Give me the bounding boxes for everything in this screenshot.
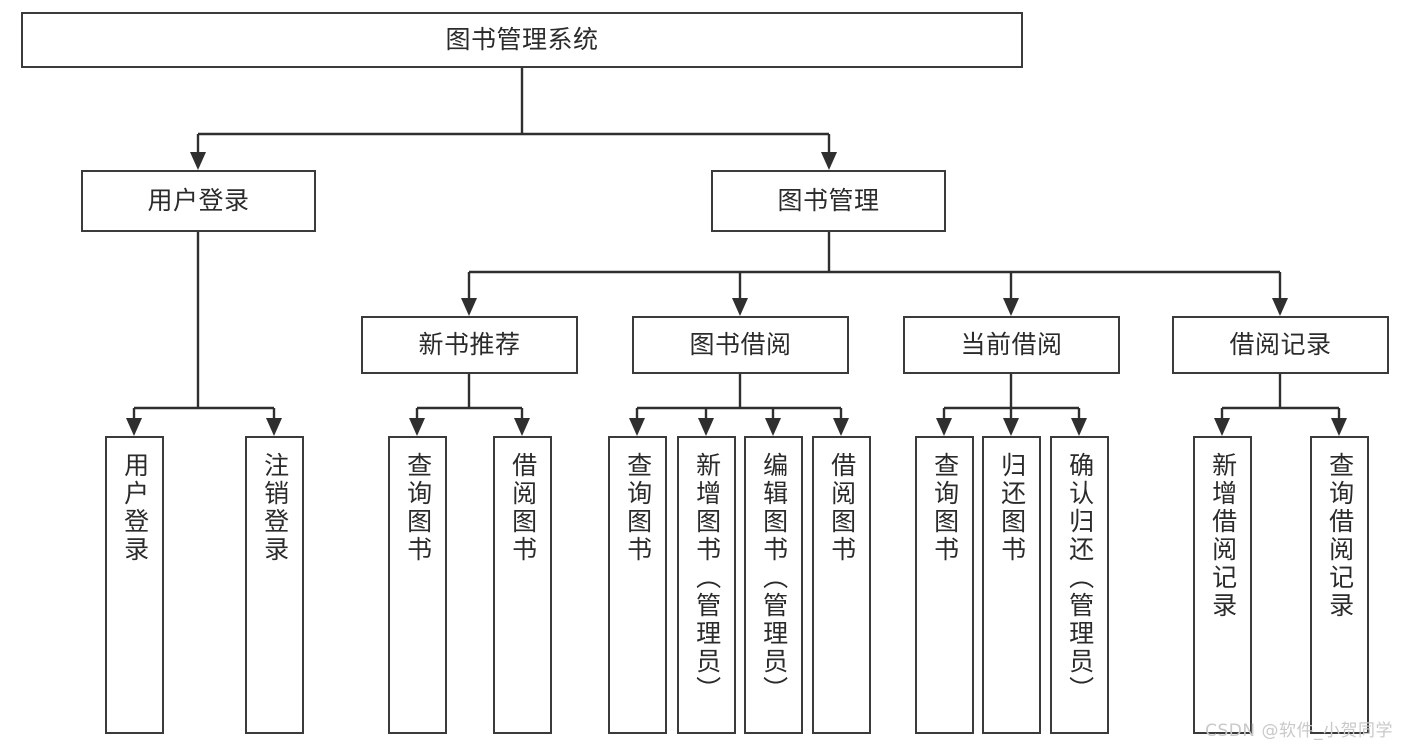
node-label: 新增图书（管理员）: [692, 452, 722, 704]
leaf-borrow-books[interactable]: 借阅图书: [812, 436, 871, 734]
node-label: 查询借阅记录: [1325, 452, 1355, 620]
leaf-confirm-return-admin[interactable]: 确认归还（管理员）: [1050, 436, 1109, 734]
node-label: 用户登录: [120, 452, 150, 564]
node-root-system[interactable]: 图书管理系统: [21, 12, 1023, 68]
node-label: 新书推荐: [418, 330, 521, 360]
leaf-user-login[interactable]: 用户登录: [105, 436, 164, 734]
node-label: 当前借阅: [960, 330, 1063, 360]
node-label: 查询图书: [623, 452, 653, 564]
leaf-add-book-admin[interactable]: 新增图书（管理员）: [677, 436, 736, 734]
node-label: 图书管理: [777, 186, 880, 216]
node-label: 借阅图书: [827, 452, 857, 564]
node-borrow-records[interactable]: 借阅记录: [1172, 316, 1389, 374]
node-label: 图书管理系统: [445, 25, 599, 55]
node-label: 编辑图书（管理员）: [759, 452, 789, 704]
node-label: 注销登录: [260, 452, 290, 564]
leaf-edit-book-admin[interactable]: 编辑图书（管理员）: [744, 436, 803, 734]
node-current-borrow[interactable]: 当前借阅: [903, 316, 1120, 374]
leaf-return-books[interactable]: 归还图书: [982, 436, 1041, 734]
node-label: 借阅记录: [1229, 330, 1332, 360]
leaf-query-books-recommend[interactable]: 查询图书: [388, 436, 447, 734]
leaf-borrow-books-recommend[interactable]: 借阅图书: [493, 436, 552, 734]
node-label: 归还图书: [997, 452, 1027, 564]
node-book-borrow[interactable]: 图书借阅: [632, 316, 849, 374]
leaf-query-books-current[interactable]: 查询图书: [915, 436, 974, 734]
node-book-management[interactable]: 图书管理: [711, 170, 946, 232]
node-label: 查询图书: [403, 452, 433, 564]
node-new-book-recommend[interactable]: 新书推荐: [361, 316, 578, 374]
node-label: 确认归还（管理员）: [1065, 452, 1095, 704]
node-label: 查询图书: [930, 452, 960, 564]
node-label: 新增借阅记录: [1208, 452, 1238, 620]
leaf-query-books-borrow[interactable]: 查询图书: [608, 436, 667, 734]
leaf-logout[interactable]: 注销登录: [245, 436, 304, 734]
leaf-add-borrow-record[interactable]: 新增借阅记录: [1193, 436, 1252, 734]
node-label: 用户登录: [147, 186, 250, 216]
leaf-query-borrow-record[interactable]: 查询借阅记录: [1310, 436, 1369, 734]
node-label: 借阅图书: [508, 452, 538, 564]
node-user-login[interactable]: 用户登录: [81, 170, 316, 232]
node-label: 图书借阅: [689, 330, 792, 360]
